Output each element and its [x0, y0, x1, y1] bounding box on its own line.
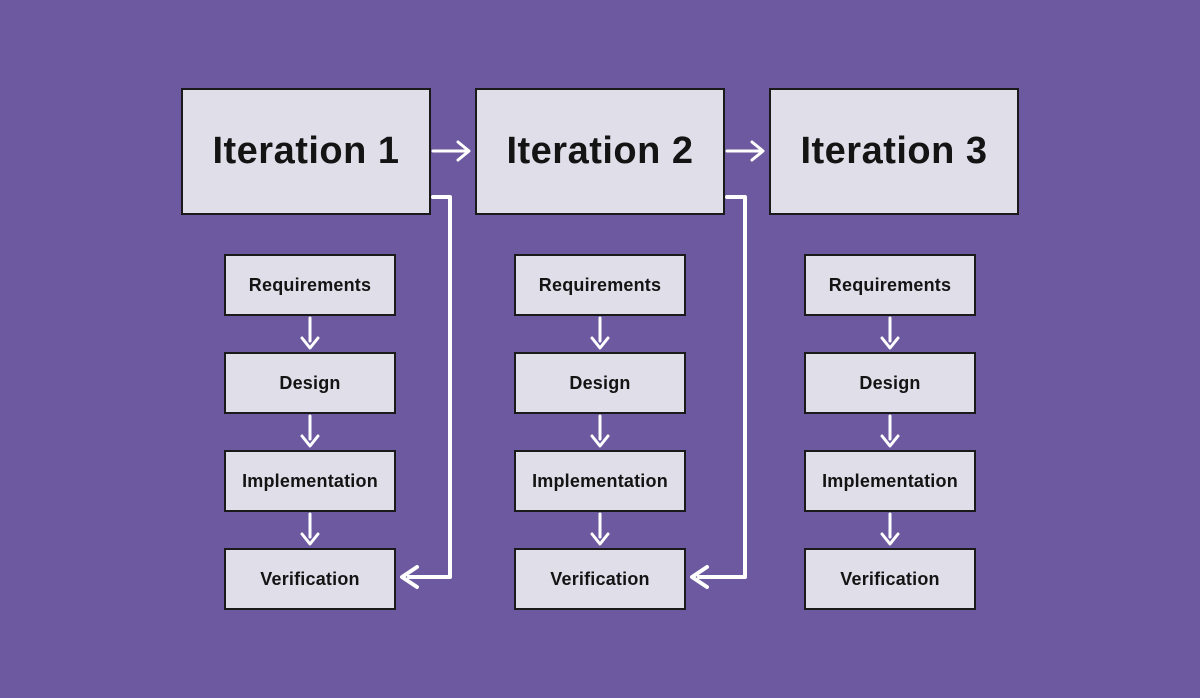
iteration-1-label: Iteration 1 — [212, 130, 400, 172]
stage-implementation-col2-label: Implementation — [532, 470, 668, 491]
arrow-col3-implementation-to-verification-icon — [880, 512, 900, 546]
stage-verification-col1: Verification — [224, 548, 396, 610]
stage-requirements-col2-label: Requirements — [538, 274, 662, 295]
stage-implementation-col3: Implementation — [804, 450, 976, 512]
stage-design-col2: Design — [514, 352, 686, 414]
arrow-col2-design-to-implementation-icon — [590, 414, 610, 448]
iteration-2-label: Iteration 2 — [506, 130, 694, 172]
stage-implementation-col1-label: Implementation — [242, 470, 378, 491]
arrow-col1-implementation-to-verification-icon — [300, 512, 320, 546]
arrow-col2-requirements-to-design-icon — [590, 316, 610, 350]
iteration-3-label: Iteration 3 — [800, 130, 988, 172]
stage-requirements-col1-label: Requirements — [248, 274, 372, 295]
stage-verification-col3-label: Verification — [840, 568, 940, 589]
stage-verification-col1-label: Verification — [260, 568, 360, 589]
arrow-col3-requirements-to-design-icon — [880, 316, 900, 350]
iteration-1-box: Iteration 1 — [181, 88, 431, 215]
arrow-iteration1-to-iteration2-icon — [431, 140, 471, 162]
iteration-3-box: Iteration 3 — [769, 88, 1019, 215]
arrow-iteration2-to-iteration3-icon — [725, 140, 765, 162]
stage-implementation-col2: Implementation — [514, 450, 686, 512]
stage-design-col2-label: Design — [569, 372, 631, 393]
stage-verification-col2: Verification — [514, 548, 686, 610]
stage-design-col3: Design — [804, 352, 976, 414]
iteration-2-box: Iteration 2 — [475, 88, 725, 215]
stage-design-col3-label: Design — [859, 372, 921, 393]
arrow-col2-implementation-to-verification-icon — [590, 512, 610, 546]
stage-implementation-col1: Implementation — [224, 450, 396, 512]
stage-design-col1-label: Design — [279, 372, 341, 393]
stage-requirements-col2: Requirements — [514, 254, 686, 316]
stage-verification-col3: Verification — [804, 548, 976, 610]
stage-requirements-col3: Requirements — [804, 254, 976, 316]
feedback-arrow-iteration2-to-verification2-icon — [690, 195, 747, 589]
arrow-col3-design-to-implementation-icon — [880, 414, 900, 448]
arrow-col1-requirements-to-design-icon — [300, 316, 320, 350]
stage-requirements-col1: Requirements — [224, 254, 396, 316]
stage-implementation-col3-label: Implementation — [822, 470, 958, 491]
feedback-arrow-iteration1-to-verification1-icon — [400, 195, 452, 589]
stage-verification-col2-label: Verification — [550, 568, 650, 589]
stage-design-col1: Design — [224, 352, 396, 414]
stage-requirements-col3-label: Requirements — [828, 274, 952, 295]
arrow-col1-design-to-implementation-icon — [300, 414, 320, 448]
